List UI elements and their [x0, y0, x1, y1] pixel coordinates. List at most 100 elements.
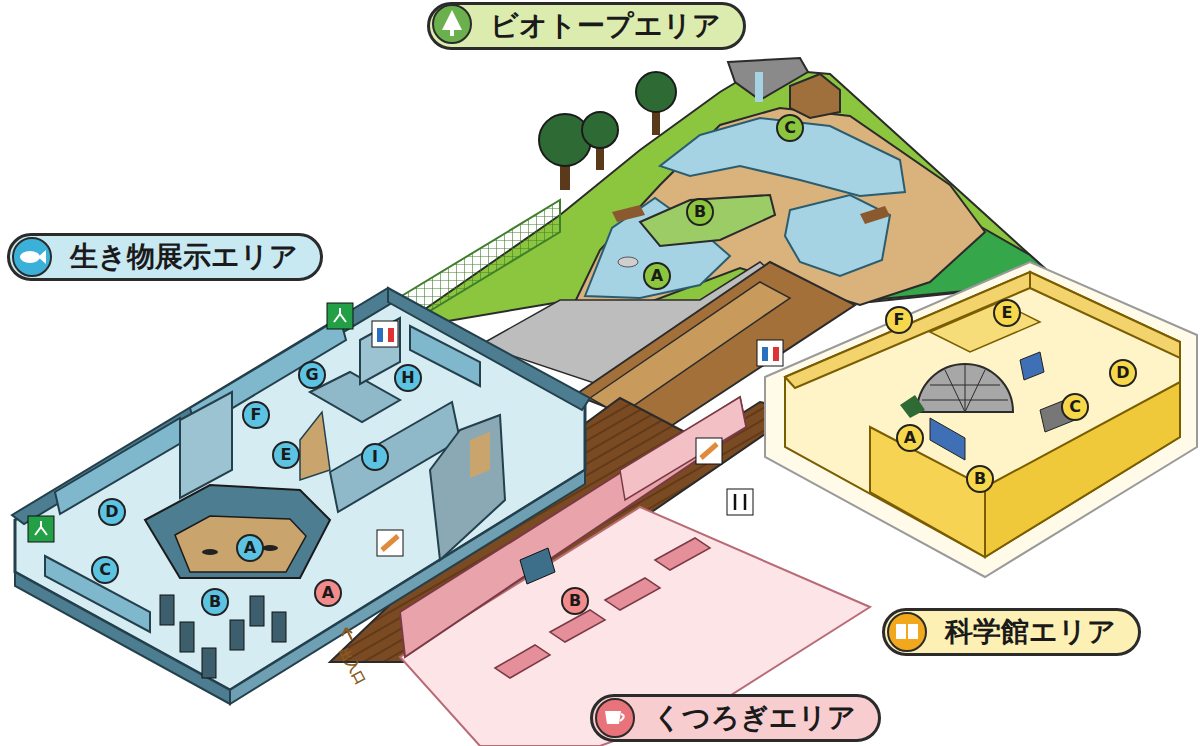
trees — [539, 72, 676, 190]
living-exhibit-building — [55, 418, 186, 514]
spot-letter: I — [363, 445, 387, 469]
book-icon — [888, 613, 926, 651]
living-exhibit-building — [430, 415, 505, 560]
spot-letter: G — [300, 363, 324, 387]
science-building — [785, 272, 1180, 557]
trees — [582, 112, 618, 148]
facility-icons — [28, 516, 54, 542]
biotope-ground — [585, 198, 730, 298]
science-building — [985, 382, 1180, 557]
spot-marker: B — [561, 587, 589, 615]
cylinder-tanks — [202, 648, 216, 678]
spot-letter: B — [203, 590, 227, 614]
spot-letter: A — [316, 581, 340, 605]
living-exhibit-building — [202, 549, 218, 555]
science-building — [930, 418, 965, 460]
spot-letter: A — [898, 426, 922, 450]
facility-icons — [735, 494, 745, 510]
fish-icon — [38, 250, 46, 264]
spot-marker: A — [643, 262, 671, 290]
facility-icons — [28, 303, 783, 640]
facility-icons — [334, 308, 346, 322]
rest-area — [550, 610, 605, 642]
living-exhibit-building — [470, 432, 490, 478]
facility-icons — [372, 321, 398, 347]
spot-marker: D — [1109, 359, 1137, 387]
science-building — [917, 364, 1013, 412]
cylinder-tanks — [160, 595, 174, 625]
spot-marker: C — [1061, 393, 1089, 421]
spot-letter: H — [396, 366, 420, 390]
entrance-label: 出入口 — [335, 645, 369, 688]
facility-icons — [762, 347, 768, 361]
facility-icons — [727, 489, 753, 515]
area-label: 生き物展示エリア — [7, 233, 323, 281]
facility-icons — [773, 347, 779, 361]
biotope-ground — [612, 205, 645, 222]
spot-letter: E — [274, 443, 298, 467]
book-icon — [888, 613, 926, 651]
area-name: ビオトープエリア — [490, 9, 721, 43]
spot-letter: B — [563, 589, 587, 613]
area-name: 科学館エリア — [945, 615, 1116, 649]
area-label: くつろぎエリア — [590, 694, 881, 742]
spot-marker: E — [993, 299, 1021, 327]
spot-marker: B — [966, 465, 994, 493]
spot-marker: B — [201, 588, 229, 616]
spot-letter: B — [688, 200, 712, 224]
rest-area — [495, 645, 550, 678]
cup-icon — [620, 714, 624, 721]
spot-marker: G — [298, 361, 326, 389]
facility-icons — [342, 628, 352, 640]
spot-marker: A — [236, 534, 264, 562]
cylinder-tanks — [180, 622, 194, 652]
spot-marker: C — [91, 556, 119, 584]
trees — [636, 72, 676, 112]
cylinder-tanks — [250, 596, 264, 626]
cup-icon — [605, 711, 621, 724]
fish-icon — [13, 238, 51, 276]
spot-letter: C — [778, 116, 802, 140]
science-building — [765, 262, 1197, 577]
biotope-ground — [755, 72, 763, 102]
spot-letter: C — [93, 558, 117, 582]
facility-icons — [327, 303, 353, 329]
biotope-ground — [618, 257, 638, 267]
cup-icon — [596, 699, 634, 737]
spot-letter: F — [244, 403, 268, 427]
cylinder-tanks — [272, 612, 286, 642]
science-building — [765, 262, 1197, 577]
spot-marker: F — [885, 306, 913, 334]
biotope-ground — [640, 195, 775, 246]
path-and-shop — [590, 282, 790, 415]
spot-marker: C — [776, 114, 804, 142]
book-icon — [896, 624, 918, 639]
science-building — [922, 364, 1008, 412]
biotope-icon — [442, 10, 462, 30]
biotope-ground — [785, 195, 890, 276]
science-building — [930, 302, 1040, 352]
biotope-icon — [450, 30, 454, 36]
rest-area — [655, 538, 710, 570]
living-exhibit-building — [175, 516, 306, 572]
spot-marker: I — [361, 443, 389, 471]
rest-area — [620, 397, 746, 500]
spot-letter: D — [100, 500, 124, 524]
living-exhibit-building — [300, 412, 330, 480]
science-building — [1030, 272, 1180, 358]
biotope-ground — [790, 74, 840, 118]
rest-area — [520, 548, 555, 584]
spot-letter: F — [887, 308, 911, 332]
spot-letter: D — [1111, 361, 1135, 385]
biotope-icon — [433, 5, 471, 43]
book-icon — [906, 624, 908, 639]
facility-icons — [701, 444, 717, 458]
living-exhibit-building — [180, 392, 232, 498]
facility-icons — [382, 536, 398, 550]
area-name: 生き物展示エリア — [70, 240, 298, 274]
biotope-icon — [433, 5, 471, 43]
spot-marker: F — [242, 401, 270, 429]
spot-marker: B — [686, 198, 714, 226]
facility-icons — [696, 438, 722, 464]
